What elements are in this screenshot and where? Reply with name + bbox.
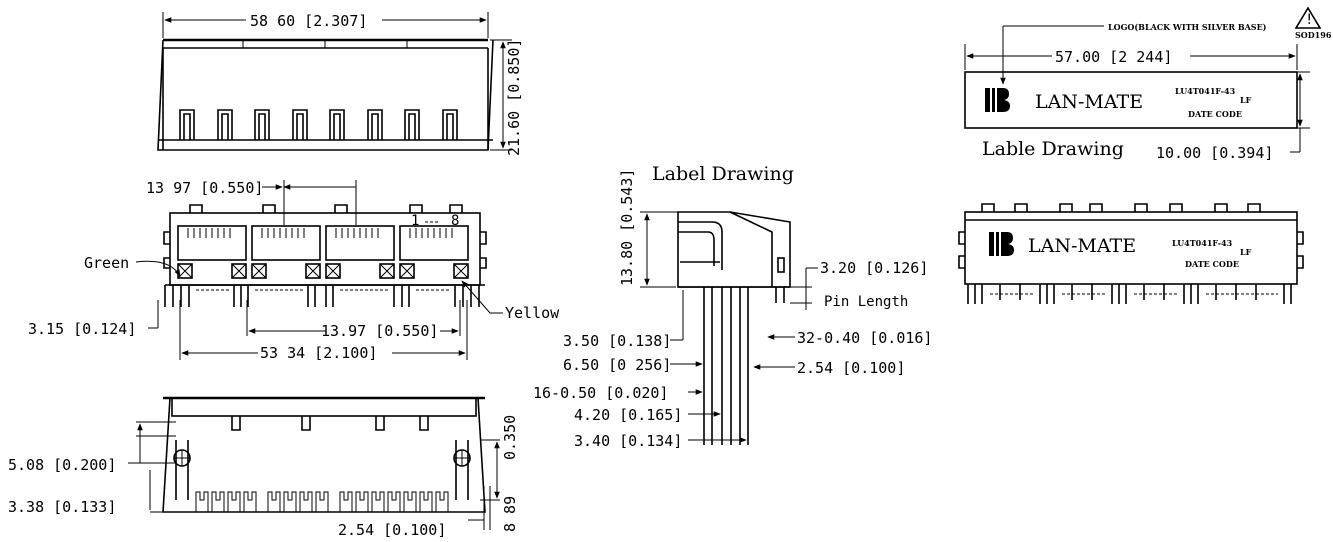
svg-text:!: ! — [1305, 12, 1313, 28]
side-dim-f: 32-0.40 [0.016] — [797, 329, 932, 347]
pin-8-label: 8 — [451, 213, 459, 229]
logo-note: LOGO(BLACK WITH SILVER BASE) — [1108, 22, 1267, 32]
row-dim-a: 0.350 — [501, 415, 519, 460]
product-part-suffix: LF — [1240, 247, 1252, 257]
peg-dim: 5.08 [0.200] — [8, 456, 116, 474]
side-dim-d: 4.20 [0.165] — [574, 406, 682, 424]
front-view-ports — [177, 225, 469, 261]
side-dim-b: 6.50 [0 256] — [563, 356, 671, 374]
side-height-dim: 13.80 [0.543] — [618, 169, 636, 286]
label-caption: Lable Drawing — [982, 138, 1124, 160]
product-part-number: LU4T041F-43 — [1172, 238, 1233, 248]
tail-label: Pin Length — [824, 294, 908, 310]
top-view: 58 60 [2.307] 21.60 [0.850] — [157, 10, 523, 156]
top-height-dim: 21.60 [0.850] — [505, 39, 523, 156]
side-dim-c: 16-0.50 [0.020] — [533, 384, 668, 402]
label-logo-icon — [985, 88, 1010, 112]
offset-dim: 3.15 [0.124] — [28, 320, 136, 338]
label-date-code: DATE CODE — [1188, 109, 1242, 119]
pin-1-label: 1 — [411, 213, 419, 229]
tail-dim: 3.20 [0.126] — [820, 259, 928, 277]
rev-mark-label: SOD196 — [1295, 30, 1332, 40]
label-width-dim: 57.00 [2 244] — [1055, 48, 1172, 66]
side-dim-e: 3.40 [0.134] — [574, 432, 682, 450]
product-view: LAN-MATE LU4T041F-43 LF DATE CODE — [958, 203, 1304, 304]
side-view-title: Label Drawing — [652, 163, 794, 185]
product-logo-icon — [989, 232, 1014, 256]
product-brand: LAN-MATE — [1028, 235, 1136, 257]
overall-width-dim: 53 34 [2.100] — [260, 344, 377, 362]
side-view: Label Drawing 13.80 [0.543] 3.20 [0.126]… — [533, 163, 932, 450]
edge-dim: 3.38 [0.133] — [8, 498, 116, 516]
pin-pitch-dim: 2.54 [0.100] — [338, 521, 446, 539]
top-view-latches — [179, 109, 458, 140]
label-brand: LAN-MATE — [1035, 91, 1143, 113]
side-dim-g: 2.54 [0.100] — [797, 359, 905, 377]
row-dim-b: 8 89 — [501, 496, 519, 532]
side-dim-a: 3.50 [0.138] — [563, 332, 671, 350]
label-part-suffix: LF — [1240, 95, 1252, 105]
led-windows — [177, 263, 469, 279]
product-date-code: DATE CODE — [1185, 259, 1239, 269]
green-led-label: Green — [84, 254, 129, 272]
label-height-dim: 10.00 [0.394] — [1156, 144, 1273, 162]
product-view-pins — [967, 284, 1292, 304]
label-part-number: LU4T041F-43 — [1175, 86, 1236, 96]
bottom-view: 5.08 [0.200] 3.38 [0.133] 2.54 [0.100] 0… — [8, 396, 519, 539]
pitch-bottom-dim: 13.97 [0.550] — [321, 322, 438, 340]
yellow-led-label: Yellow — [505, 304, 560, 322]
label-drawing: LOGO(BLACK WITH SILVER BASE) ! SOD196 57… — [964, 6, 1332, 162]
front-view: 13 97 [0.550] 1 8 — [28, 179, 560, 362]
pitch-top-dim: 13 97 [0.550] — [146, 179, 263, 197]
revision-mark: ! SOD196 — [1294, 6, 1332, 40]
top-width-dim: 58 60 [2.307] — [250, 12, 367, 30]
bottom-view-pins — [195, 491, 449, 512]
